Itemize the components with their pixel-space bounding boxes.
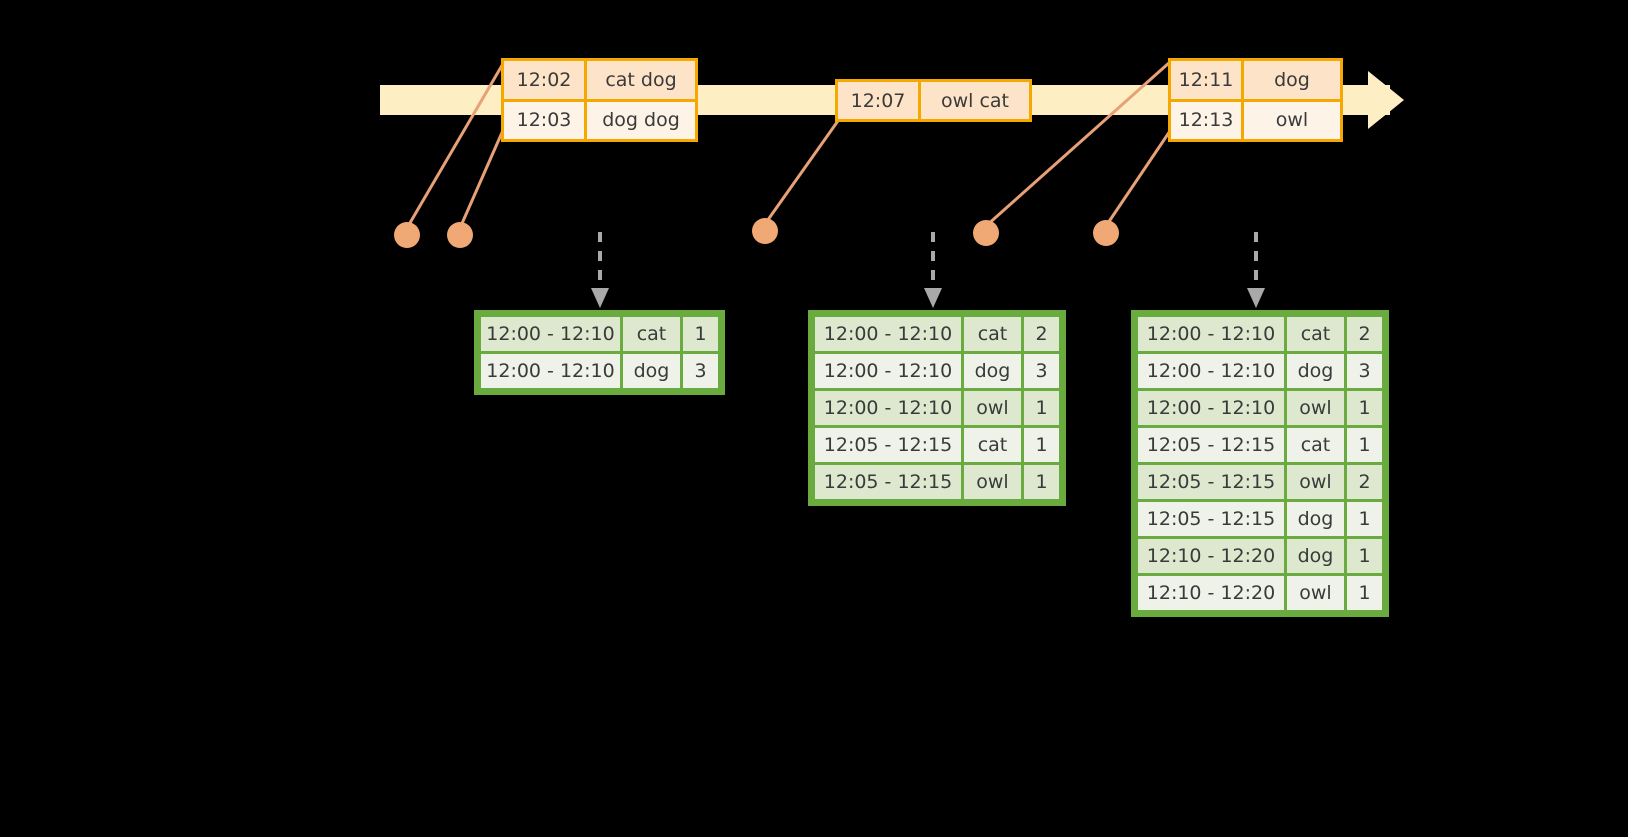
cell-window: 12:05 - 12:15	[815, 465, 961, 499]
event-marker-2	[447, 222, 473, 248]
event-value: owl cat	[940, 89, 1010, 112]
event-group-3: 12:11 dog 12:13 owl	[1168, 58, 1343, 142]
table-row: 12:05 - 12:15 cat 1	[815, 428, 1059, 462]
cell-window: 12:05 - 12:15	[1138, 428, 1284, 462]
aggregation-table-3: 12:00 - 12:10 cat 2 12:00 - 12:10 dog 3 …	[1131, 310, 1389, 617]
cell-window: 12:05 - 12:15	[1138, 465, 1284, 499]
cell-key: dog	[623, 354, 680, 388]
table-row: 12:00 - 12:10 cat 1	[481, 317, 718, 351]
cell-count: 1	[683, 317, 718, 351]
cell-key: dog	[1287, 354, 1344, 388]
cell-window: 12:00 - 12:10	[815, 354, 961, 388]
table-row: 12:00 - 12:10 cat 2	[815, 317, 1059, 351]
cell-count: 1	[1347, 539, 1382, 573]
cell-window: 12:00 - 12:10	[1138, 391, 1284, 425]
event-value: cat dog	[605, 68, 677, 91]
cell-window: 12:10 - 12:20	[1138, 576, 1284, 610]
cell-count: 2	[1347, 465, 1382, 499]
table-row: 12:05 - 12:15 dog 1	[1138, 502, 1382, 536]
cell-count: 1	[1347, 428, 1382, 462]
event-time: 12:03	[504, 101, 587, 139]
aggregation-table-2: 12:00 - 12:10 cat 2 12:00 - 12:10 dog 3 …	[808, 310, 1066, 506]
event-group-1: 12:02 cat dog 12:03 dog dog	[501, 58, 698, 142]
cell-count: 3	[683, 354, 718, 388]
cell-count: 3	[1347, 354, 1382, 388]
cell-count: 1	[1024, 465, 1059, 499]
table-row: 12:05 - 12:15 owl 2	[1138, 465, 1382, 499]
cell-key: cat	[1287, 317, 1344, 351]
table-row: 12:00 - 12:10 dog 3	[1138, 354, 1382, 388]
cell-key: owl	[964, 391, 1021, 425]
event-time: 12:13	[1171, 101, 1244, 139]
event-marker-5	[1093, 220, 1119, 246]
cell-key: dog	[1287, 502, 1344, 536]
cell-window: 12:10 - 12:20	[1138, 539, 1284, 573]
table-row: 12:05 - 12:15 cat 1	[1138, 428, 1382, 462]
cell-count: 1	[1347, 391, 1382, 425]
event-marker-1	[394, 222, 420, 248]
event-row: 12:02 cat dog	[504, 61, 695, 99]
table-row: 12:00 - 12:10 dog 3	[815, 354, 1059, 388]
cell-count: 1	[1347, 576, 1382, 610]
cell-count: 1	[1347, 502, 1382, 536]
event-marker-4	[973, 220, 999, 246]
table-row: 12:05 - 12:15 owl 1	[815, 465, 1059, 499]
aggregation-table-1: 12:00 - 12:10 cat 1 12:00 - 12:10 dog 3	[474, 310, 725, 395]
cell-window: 12:05 - 12:15	[1138, 502, 1284, 536]
cell-window: 12:00 - 12:10	[815, 391, 961, 425]
cell-key: cat	[964, 428, 1021, 462]
event-value: owl	[1275, 109, 1309, 132]
flow-arrow-2-icon	[924, 232, 942, 308]
cell-key: owl	[1287, 576, 1344, 610]
event-time: 12:11	[1171, 61, 1244, 99]
cell-key: dog	[1287, 539, 1344, 573]
event-value: dog dog	[602, 109, 680, 132]
event-time: 12:02	[504, 61, 587, 99]
cell-count: 2	[1024, 317, 1059, 351]
cell-window: 12:05 - 12:15	[815, 428, 961, 462]
cell-count: 1	[1024, 428, 1059, 462]
table-row: 12:10 - 12:20 dog 1	[1138, 539, 1382, 573]
cell-key: dog	[964, 354, 1021, 388]
flow-arrow-1-icon	[591, 232, 609, 308]
event-row: 12:13 owl	[1171, 98, 1340, 139]
cell-window: 12:00 - 12:10	[481, 354, 620, 388]
table-row: 12:00 - 12:10 cat 2	[1138, 317, 1382, 351]
table-row: 12:00 - 12:10 owl 1	[815, 391, 1059, 425]
cell-count: 3	[1024, 354, 1059, 388]
event-time: 12:07	[838, 82, 921, 119]
cell-key: owl	[1287, 465, 1344, 499]
cell-key: cat	[623, 317, 680, 351]
cell-window: 12:00 - 12:10	[815, 317, 961, 351]
event-marker-3	[752, 218, 778, 244]
event-group-2: 12:07 owl cat	[835, 79, 1032, 122]
table-row: 12:10 - 12:20 owl 1	[1138, 576, 1382, 610]
timeline-arrowhead-icon	[1368, 71, 1404, 129]
event-row: 12:11 dog	[1171, 61, 1340, 99]
event-row: 12:07 owl cat	[838, 82, 1029, 119]
cell-count: 2	[1347, 317, 1382, 351]
event-row: 12:03 dog dog	[504, 98, 695, 139]
cell-key: cat	[964, 317, 1021, 351]
cell-window: 12:00 - 12:10	[481, 317, 620, 351]
cell-window: 12:00 - 12:10	[1138, 317, 1284, 351]
event-value: dog	[1274, 68, 1310, 91]
cell-key: cat	[1287, 428, 1344, 462]
table-row: 12:00 - 12:10 dog 3	[481, 354, 718, 388]
flow-arrow-3-icon	[1247, 232, 1265, 308]
cell-count: 1	[1024, 391, 1059, 425]
cell-window: 12:00 - 12:10	[1138, 354, 1284, 388]
table-row: 12:00 - 12:10 owl 1	[1138, 391, 1382, 425]
cell-key: owl	[1287, 391, 1344, 425]
cell-key: owl	[964, 465, 1021, 499]
